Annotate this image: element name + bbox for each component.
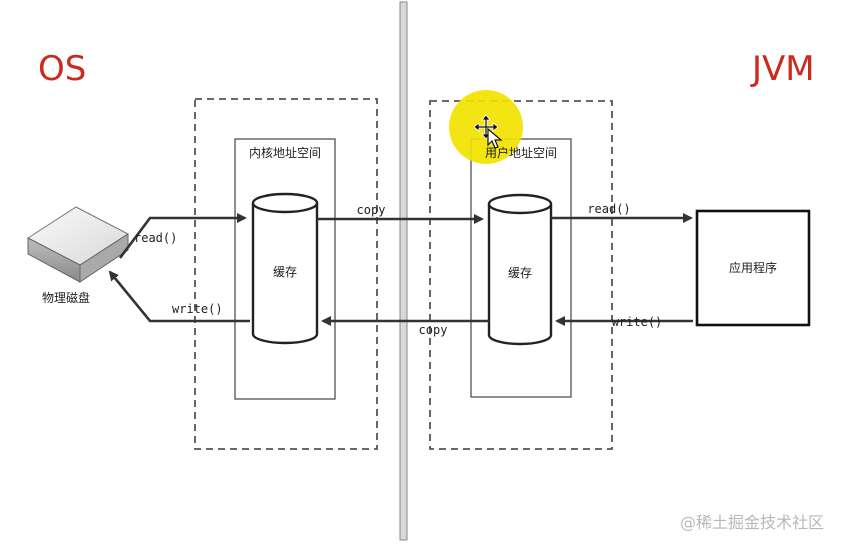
read-disk-arrow [118, 213, 247, 259]
kernel-buffer-label: 缓存 [273, 265, 297, 279]
write-disk-label: write() [172, 302, 223, 316]
jvm-title: JVM [750, 49, 815, 89]
application-box [695, 209, 811, 327]
user-buffer-cylinder [487, 193, 553, 346]
user-dashed-box [429, 100, 613, 450]
read-app-label: read() [587, 202, 630, 216]
kernel-buffer-cylinder [251, 192, 319, 345]
write-disk-arrow [108, 270, 250, 323]
center-divider [399, 1, 408, 541]
watermark-text: @稀土掘金技术社区 [680, 513, 824, 532]
os-title: OS [38, 49, 86, 89]
copy-bottom-label: copy [419, 323, 448, 337]
application-label: 应用程序 [729, 260, 777, 275]
move-cursor-icon [473, 114, 503, 149]
user-buffer-label: 缓存 [508, 266, 532, 280]
copy-top-label: copy [357, 203, 386, 217]
disk-icon [27, 206, 129, 283]
kernel-address-space-label: 内核地址空间 [249, 146, 321, 160]
write-app-label: write() [612, 315, 663, 329]
user-address-space-label: 用户地址空间 [485, 145, 557, 160]
disk-label: 物理磁盘 [42, 290, 90, 305]
read-disk-label: read() [134, 231, 177, 245]
kernel-dashed-box [194, 98, 378, 450]
